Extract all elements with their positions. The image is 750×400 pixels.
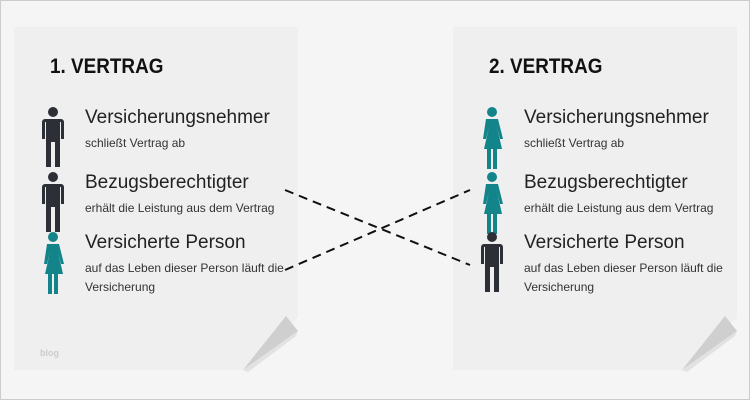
female-person-icon xyxy=(42,232,64,294)
female-person-icon xyxy=(481,172,503,234)
contract-page-1: 1. VERTRAG Versicherungsnehmer schließt … xyxy=(14,27,298,370)
male-person-icon xyxy=(481,232,503,294)
page-curl-icon xyxy=(682,316,737,372)
role-heading: Versicherte Person xyxy=(524,232,685,253)
role-heading: Versicherte Person xyxy=(85,232,246,253)
role-heading: Bezugsberechtigter xyxy=(85,172,249,193)
female-person-icon xyxy=(481,107,503,169)
role-description: auf das Leben dieser Person läuft die Ve… xyxy=(85,261,284,294)
connector-versicherte-to-bezug xyxy=(284,189,471,271)
role-description: erhält die Leistung aus dem Vertrag xyxy=(524,201,714,215)
role-description: auf das Leben dieser Person läuft die Ve… xyxy=(524,261,723,294)
role-heading: Versicherungsnehmer xyxy=(524,107,709,128)
connector-bezug-to-versicherte xyxy=(284,189,471,266)
page-curl-icon xyxy=(243,316,298,372)
role-heading: Versicherungsnehmer xyxy=(85,107,270,128)
contract-title: 1. VERTRAG xyxy=(50,55,164,78)
male-person-icon xyxy=(42,107,64,169)
role-description: erhält die Leistung aus dem Vertrag xyxy=(85,201,275,215)
role-description: schließt Vertrag ab xyxy=(524,136,625,150)
role-description: schließt Vertrag ab xyxy=(85,136,186,150)
role-heading: Bezugsberechtigter xyxy=(524,172,688,193)
contract-page-2: 2. VERTRAG Versicherungsnehmer schließt … xyxy=(453,27,737,370)
contract-title: 2. VERTRAG xyxy=(489,55,603,78)
male-person-icon xyxy=(42,172,64,234)
watermark-logo: blog xyxy=(40,348,59,358)
